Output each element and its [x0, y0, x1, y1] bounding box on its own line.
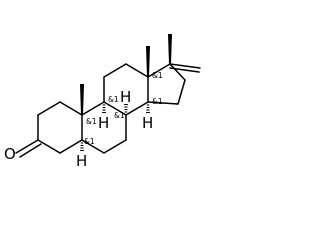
- bond: [37, 101, 61, 116]
- bond: [147, 63, 171, 78]
- stereo-label: &1: [152, 97, 163, 106]
- atom-labels: O H H H H: [4, 88, 153, 170]
- bond: [59, 101, 83, 116]
- molecule-structure: O H H H H &1 &1 &1 &1 &1 &1: [4, 34, 201, 170]
- bond: [169, 63, 201, 69]
- stereo-label: &1: [114, 111, 125, 120]
- bond: [19, 143, 42, 158]
- bond-lines: [15, 63, 201, 158]
- stereo-hashes: [80, 103, 150, 152]
- bond: [37, 139, 61, 154]
- stereo-labels: &1 &1 &1 &1 &1 &1: [84, 71, 163, 146]
- hydrogen-label: H: [142, 114, 153, 132]
- bond: [103, 101, 127, 116]
- bond: [81, 101, 105, 116]
- bond: [169, 63, 186, 81]
- bond: [103, 139, 127, 154]
- hydrogen-label: H: [98, 114, 109, 132]
- bond: [125, 101, 149, 116]
- bond: [147, 101, 179, 105]
- stereo-label: &1: [108, 95, 119, 104]
- hydrogen-label: H: [76, 152, 87, 170]
- oxygen-label: O: [4, 145, 16, 163]
- stereo-label: &1: [86, 117, 97, 126]
- stereo-wedges: [80, 34, 172, 115]
- wedge-bond: [146, 46, 150, 77]
- stereo-label: &1: [152, 71, 163, 80]
- bond: [177, 79, 186, 105]
- hydrogen-label: H: [120, 88, 131, 106]
- bond: [103, 63, 127, 78]
- bond: [81, 139, 105, 154]
- bond: [169, 67, 200, 73]
- wedge-bond: [80, 84, 84, 115]
- bond: [59, 139, 83, 154]
- stereo-label: &1: [84, 137, 95, 146]
- wedge-bond: [168, 34, 172, 64]
- bond: [15, 139, 39, 154]
- bond: [125, 63, 149, 78]
